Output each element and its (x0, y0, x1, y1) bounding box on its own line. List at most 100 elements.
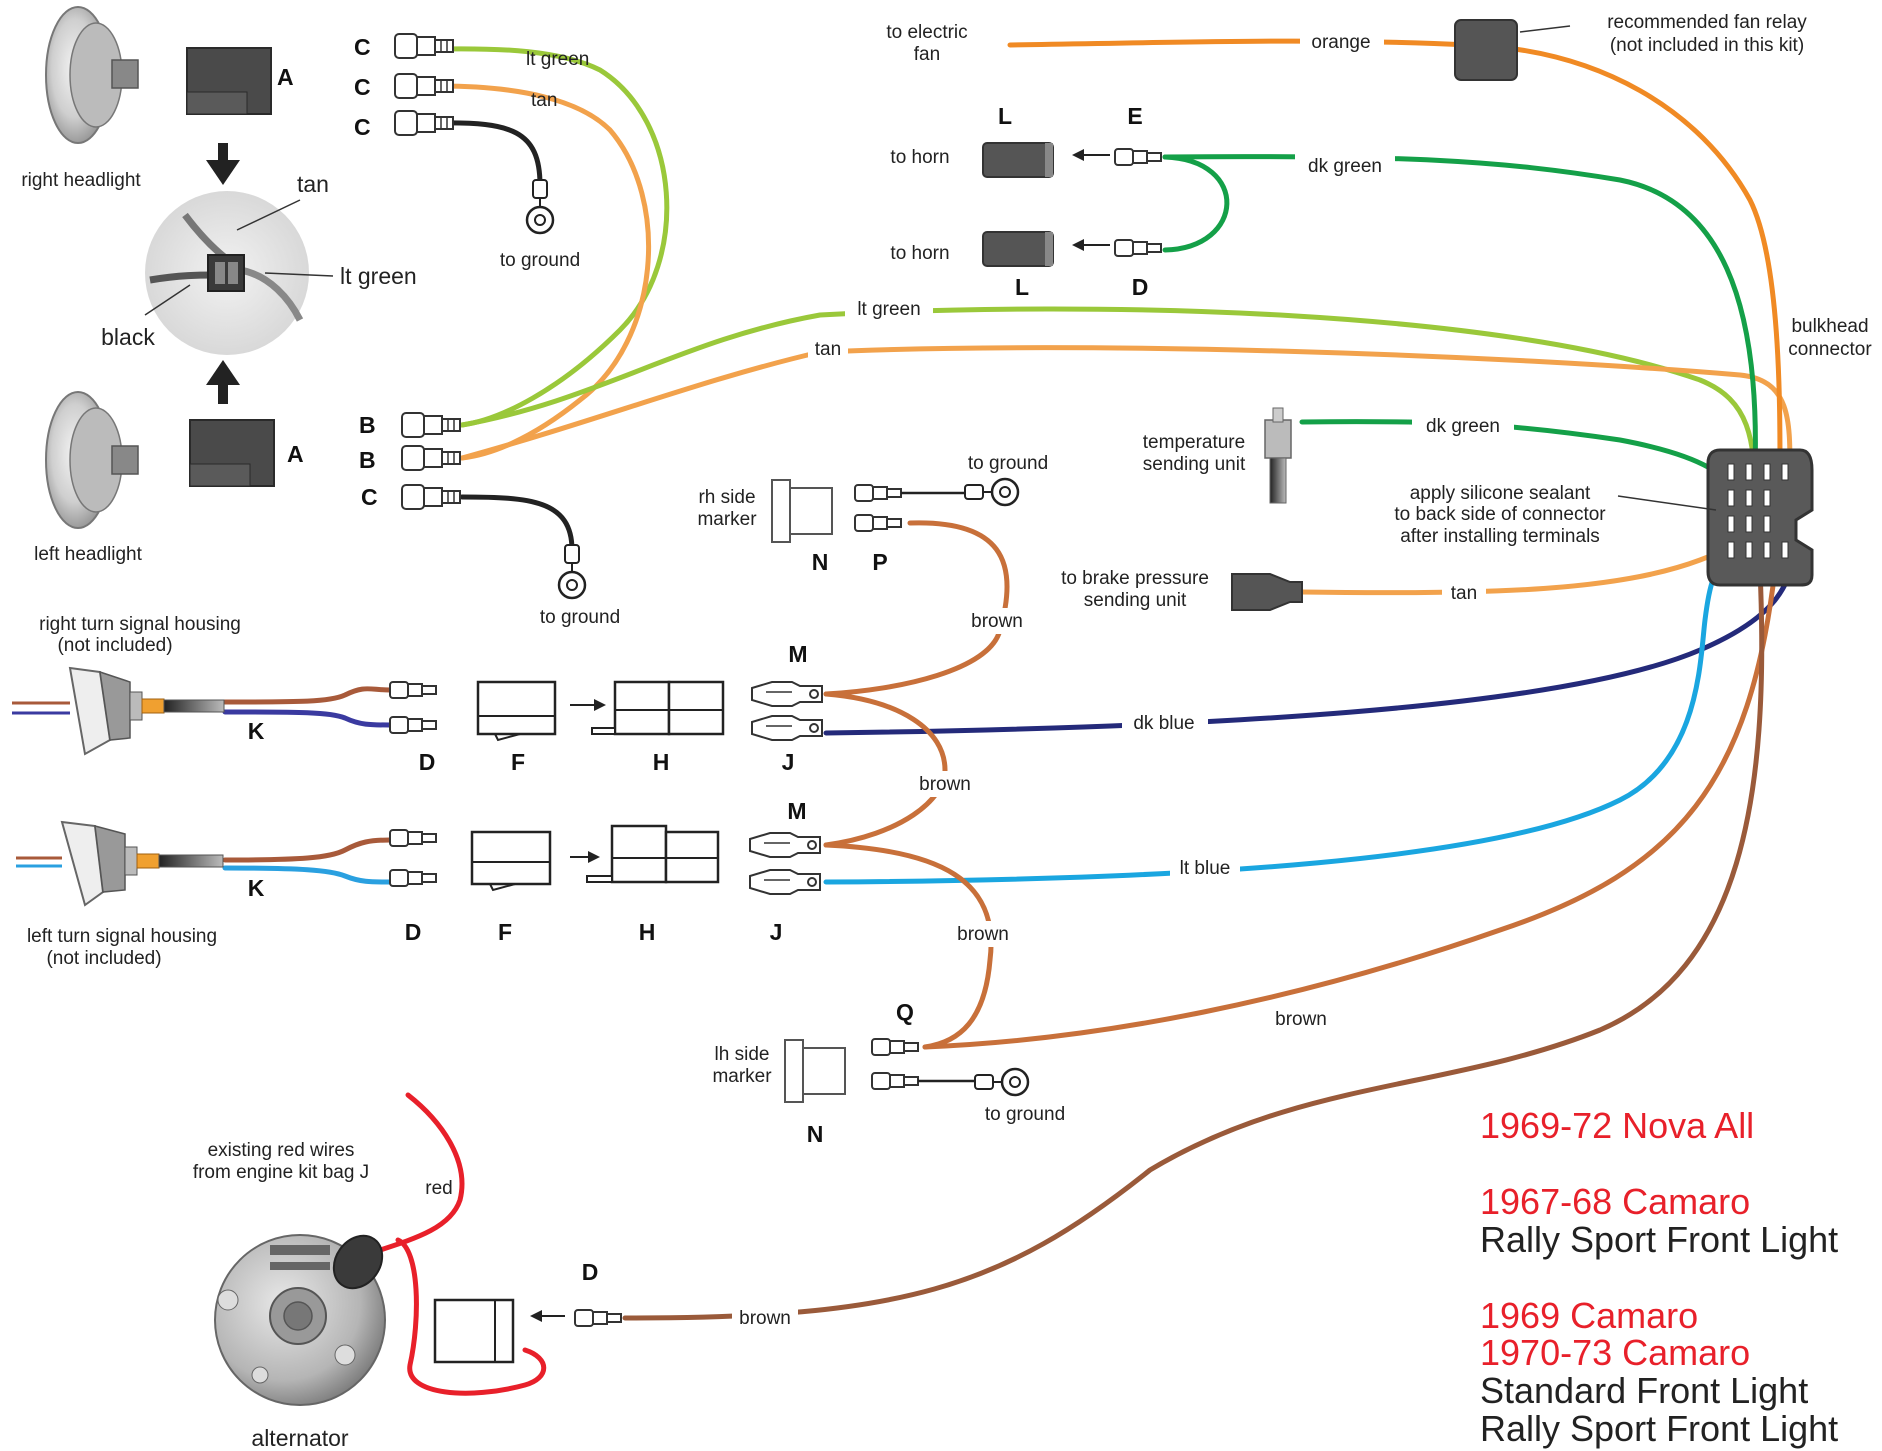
wire-lt-green-c-to-b (437, 46, 670, 428)
lt-green-main-label: lt green (857, 299, 920, 320)
left-headlight-label: left headlight (34, 544, 142, 565)
legend-line-2: 1967-68 Camaro (1480, 1181, 1750, 1222)
blade-connector-j-right (751, 715, 823, 741)
bulkhead-label-line1: bulkhead (1791, 316, 1868, 337)
lh-side-marker (784, 1039, 846, 1103)
brake-label-line1: to brake pressure (1061, 568, 1209, 589)
wire-right-turn-blue (222, 709, 393, 728)
letter-h-left: H (639, 919, 656, 945)
part-f-right (476, 680, 557, 742)
letter-k-left: K (248, 875, 265, 901)
connector-d-right-2 (389, 716, 437, 734)
connector-c-1 (394, 33, 454, 59)
sealant-label-line1: apply silicone sealant (1410, 483, 1591, 504)
brown-rh-label: brown (971, 611, 1023, 632)
bulkhead-connector (1706, 448, 1814, 587)
connector-d-alternator (574, 1309, 622, 1327)
right-turn-label-line2: (not included) (57, 635, 172, 656)
left-turn-label-line1: left turn signal housing (27, 926, 217, 947)
letter-k-right: K (248, 718, 265, 744)
wire-label-tan-top: tan (531, 90, 557, 111)
arrow-down-icon (206, 143, 240, 185)
left-turn-housing (16, 820, 224, 907)
relay-label-line2: (not included in this kit) (1610, 35, 1804, 56)
lt-blue-label-bg (1170, 855, 1240, 881)
brown-rh-label-bg (965, 608, 1025, 634)
legend: 1969-72 Nova All 1967-68 Camaro Rally Sp… (1480, 1105, 1838, 1449)
tan-brake-label: tan (1451, 583, 1477, 604)
letter-c-1: C (354, 34, 371, 60)
fan-relay (1454, 19, 1518, 81)
arrow-right-icon (570, 851, 600, 863)
wire-lt-blue (823, 562, 1728, 885)
bulkhead-label-line2: connector (1788, 339, 1872, 360)
lh-marker-label-line2: marker (712, 1066, 772, 1087)
connector-e (1114, 148, 1162, 166)
letter-n-lh: N (807, 1121, 824, 1147)
letter-d-horn: D (1132, 274, 1149, 300)
alternator-unit (214, 1234, 386, 1406)
blade-connector-m-right (751, 681, 823, 707)
legend-line-1: 1969-72 Nova All (1480, 1105, 1754, 1146)
right-headlight (45, 6, 139, 144)
letter-j-right: J (782, 749, 795, 775)
connector-a-top (186, 47, 272, 115)
wire-brown-alternator (622, 567, 1765, 1321)
dk-green-horn-label: dk green (1308, 156, 1382, 177)
ground-label-bottom: to ground (540, 607, 620, 628)
part-h-right (591, 680, 725, 736)
brake-label-line2: sending unit (1084, 590, 1187, 611)
arrow-up-icon (206, 360, 240, 404)
leader-sealant (1617, 495, 1717, 511)
lh-marker-label-line1: lh side (715, 1044, 770, 1065)
letter-l-top: L (998, 103, 1012, 129)
wire-brown-lh-marker (922, 567, 1778, 1050)
dk-green-label-bg (1295, 153, 1395, 179)
brown-lh-label-bg (1268, 1006, 1334, 1032)
brown-lh-label: brown (1275, 1009, 1327, 1030)
lt-green-label-bg (845, 296, 933, 322)
temp-label-line1: temperature (1143, 432, 1245, 453)
ring-terminal-lh (973, 1067, 1030, 1097)
arrow-right-icon (570, 699, 606, 711)
dk-blue-label-bg (1122, 710, 1208, 736)
connector-a-bottom (189, 419, 275, 487)
connector-d-horn (1114, 239, 1162, 257)
connector-b-2 (401, 445, 461, 471)
to-horn-label-bottom: to horn (890, 243, 949, 264)
connector-q (871, 1038, 919, 1056)
legend-line-3: Rally Sport Front Light (1480, 1219, 1838, 1260)
ground-label-top: to ground (500, 250, 580, 271)
legend-line-6: Standard Front Light (1480, 1370, 1808, 1411)
wire-orange-fan (1007, 38, 1783, 473)
letter-m-left: M (787, 798, 806, 824)
part-f-left (470, 830, 552, 892)
connector-q-ground (871, 1072, 919, 1090)
to-horn-label-top: to horn (890, 147, 949, 168)
wire-label-lt-green-top: lt green (526, 49, 589, 70)
alternator-label: alternator (251, 1425, 349, 1451)
connector-c-3 (394, 110, 454, 136)
letter-a-bottom: A (287, 441, 304, 467)
connector-d-left-2 (389, 869, 437, 887)
brown-right-label-bg (912, 771, 978, 797)
tan-brake-label-bg (1442, 580, 1486, 606)
connector-p (854, 514, 902, 532)
wire-tan-main (459, 345, 1793, 473)
arrow-left-icon (1072, 149, 1110, 161)
closeup-tan-label: tan (297, 171, 329, 197)
wire-lt-green-main (459, 306, 1758, 503)
letter-d-right: D (419, 749, 436, 775)
orange-wire-label: orange (1311, 32, 1370, 53)
letter-p: P (872, 549, 887, 575)
brown-alt-label: brown (739, 1308, 791, 1329)
ring-terminal-top (525, 178, 555, 235)
wire-right-turn-brown (222, 686, 393, 705)
letter-h-right: H (653, 749, 670, 775)
rh-marker-label-line1: rh side (698, 487, 755, 508)
connector-closeup (145, 191, 309, 355)
letter-n-rh: N (812, 549, 829, 575)
wire-brown-m1-m2 (823, 691, 948, 848)
arrow-left-icon (530, 1310, 565, 1322)
